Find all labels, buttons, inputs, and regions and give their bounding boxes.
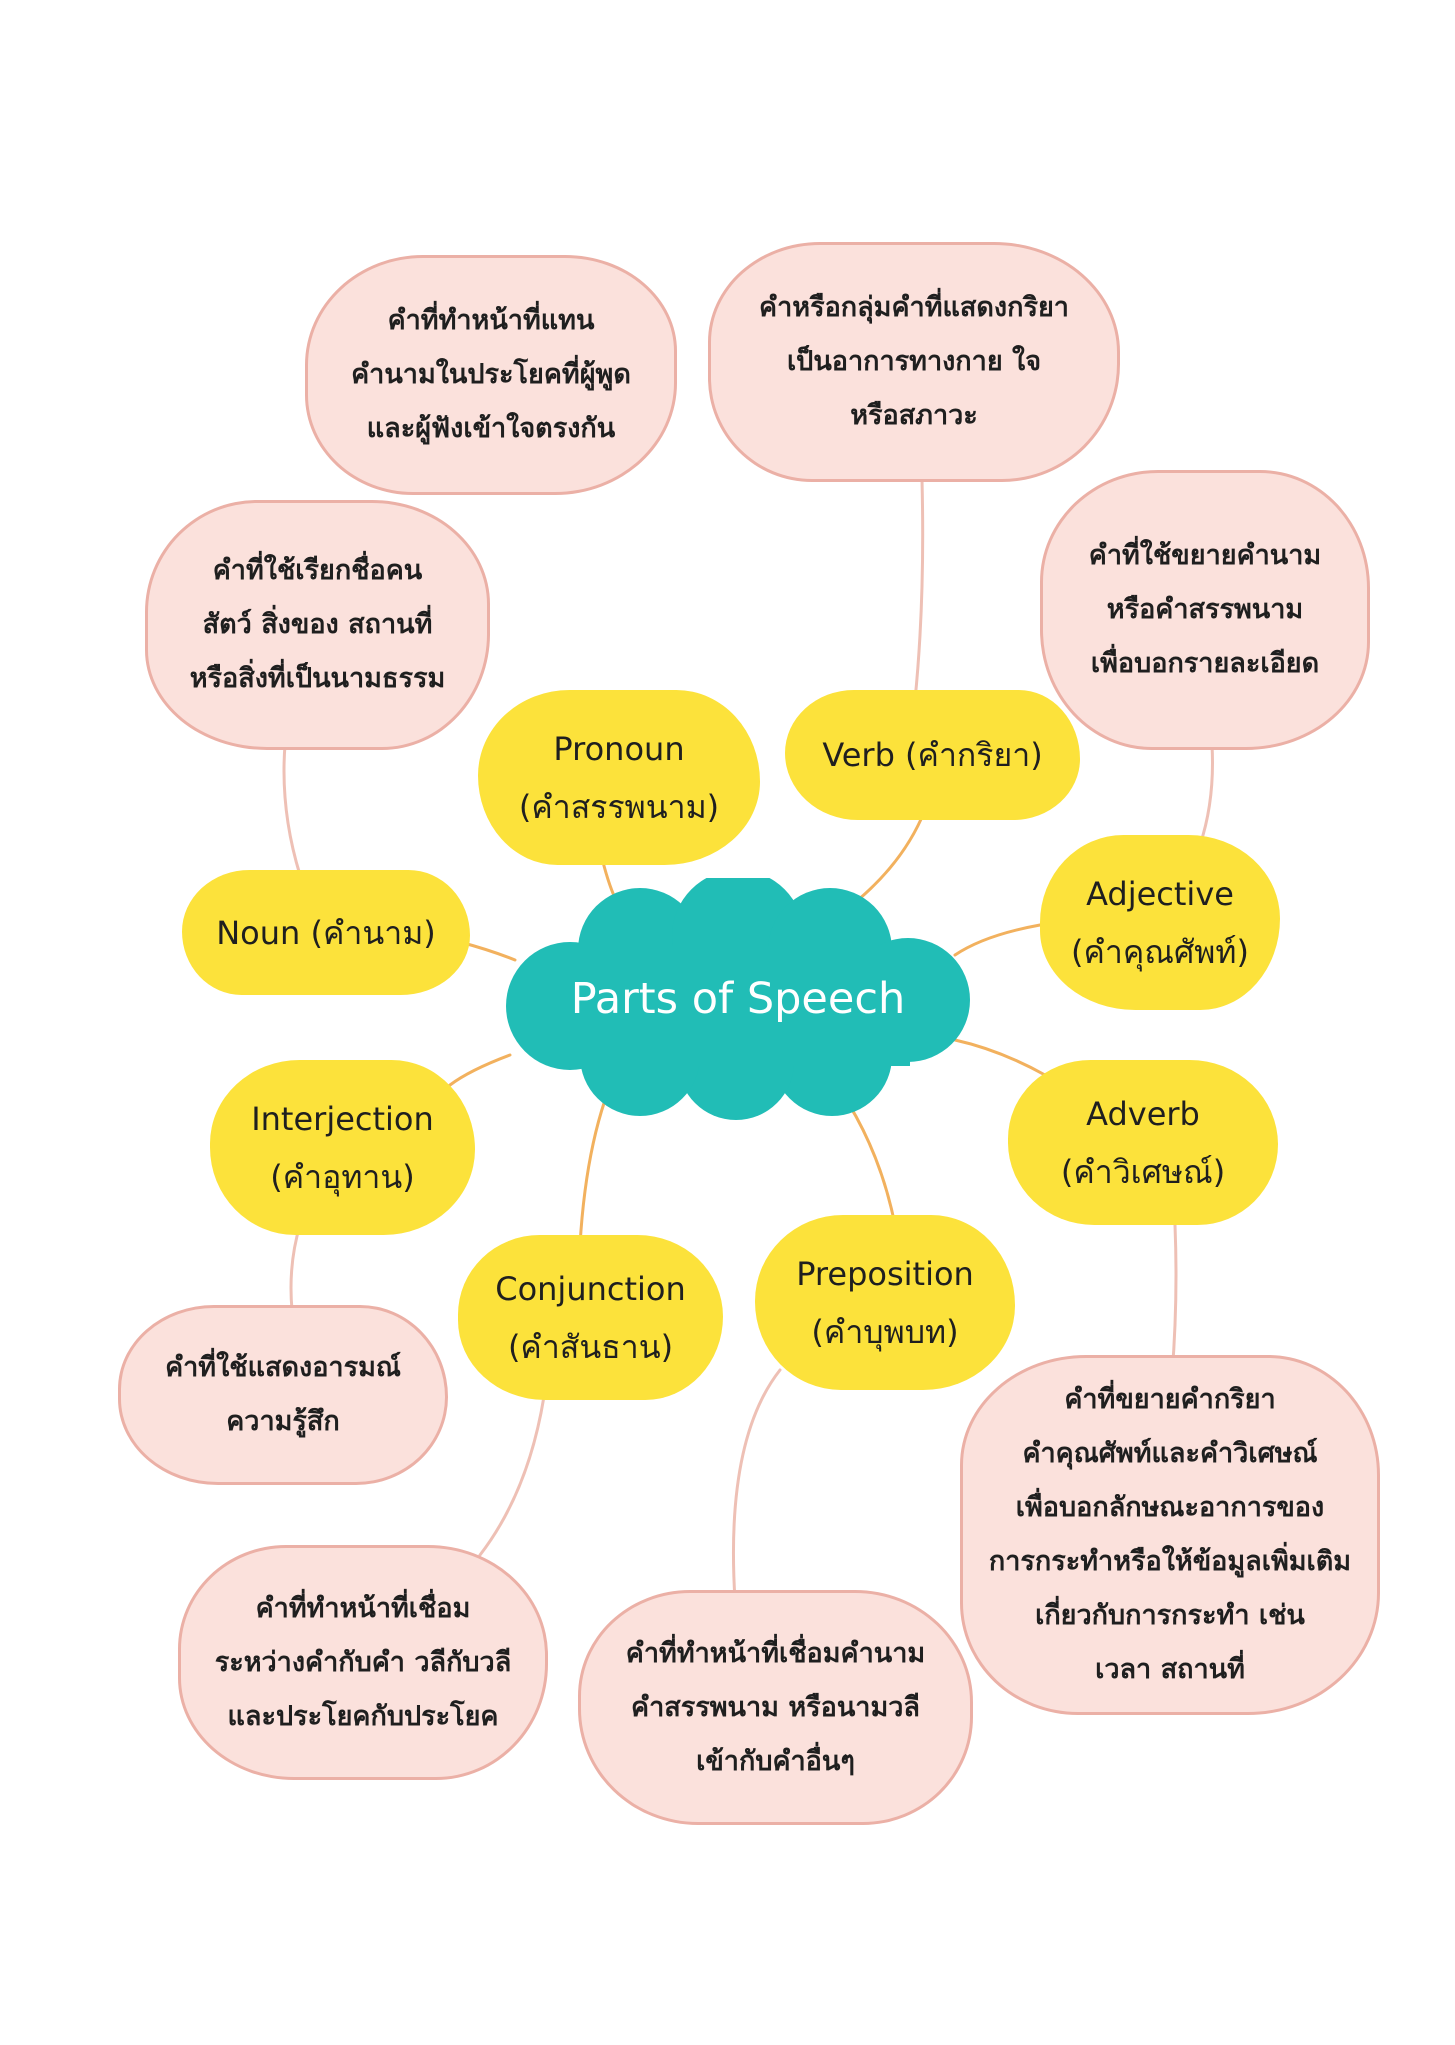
connector-center-verb — [856, 808, 927, 902]
definition-adjective-line-1: คำที่ใช้ขยายคำนาม — [1088, 540, 1322, 571]
definition-verb: คำหรือกลุ่มคำที่แสดงกริยา เป็นอาการทางกา… — [708, 242, 1120, 482]
definition-conjunction: คำที่ทำหน้าที่เชื่อม ระหว่างคำกับคำ วลีก… — [178, 1545, 548, 1780]
definition-interjection-line-1: คำที่ใช้แสดงอารมณ์ — [165, 1352, 401, 1383]
definition-adjective-line-3: เพื่อบอกรายละเอียด — [1090, 648, 1320, 679]
category-pronoun-th: (คำสรรพนาม) — [518, 787, 720, 826]
category-preposition-th: (คำบุพบท) — [811, 1312, 959, 1351]
definition-conjunction-line-2: ระหว่างคำกับคำ วลีกับวลี — [214, 1646, 512, 1678]
connector-conjunction-definition — [478, 1388, 547, 1557]
center-label: Parts of Speech — [570, 974, 906, 1024]
definition-noun-line-3: หรือสิ่งที่เป็นนามธรรม — [189, 663, 446, 694]
category-adjective-en: Adjective — [1086, 874, 1234, 913]
category-adverb-th: (คำวิเศษณ์) — [1060, 1152, 1226, 1191]
category-verb-label: Verb (คำกริยา) — [822, 736, 1043, 774]
category-noun: Noun (คำนาม) — [182, 870, 470, 995]
definition-preposition-line-2: คำสรรพนาม หรือนามวลี — [631, 1691, 920, 1723]
category-conjunction-en: Conjunction — [495, 1269, 686, 1308]
definition-conjunction-line-3: และประโยคกับประโยค — [227, 1700, 499, 1732]
definition-verb-line-3: หรือสภาวะ — [850, 400, 978, 431]
definition-preposition-line-3: เข้ากับคำอื่นๆ — [696, 1745, 855, 1777]
category-adjective-th: (คำคุณศัพท์) — [1071, 932, 1249, 971]
center-node: Parts of Speech — [500, 878, 976, 1120]
connector-preposition-definition — [732, 1368, 782, 1602]
definition-interjection-line-2: ความรู้สึก — [226, 1406, 340, 1437]
definition-adverb-line-2: คำคุณศัพท์และคำวิเศษณ์ — [1022, 1438, 1318, 1469]
connector-adjective-definition — [1198, 743, 1214, 847]
definition-adjective: คำที่ใช้ขยายคำนาม หรือคำสรรพนาม เพื่อบอก… — [1040, 470, 1370, 750]
category-noun-label: Noun (คำนาม) — [216, 913, 436, 952]
category-interjection: Interjection (คำอุทาน) — [210, 1060, 475, 1235]
definition-pronoun-line-1: คำที่ทำหน้าที่แทน — [387, 305, 595, 336]
connector-interjection-definition — [289, 1223, 302, 1312]
definition-conjunction-line-1: คำที่ทำหน้าที่เชื่อม — [255, 1592, 471, 1624]
definition-adjective-line-2: หรือคำสรรพนาม — [1106, 594, 1304, 625]
category-pronoun: Pronoun (คำสรรพนาม) — [478, 690, 760, 865]
category-adverb: Adverb (คำวิเศษณ์) — [1008, 1060, 1278, 1225]
definition-noun-line-2: สัตว์ สิ่งของ สถานที่ — [202, 609, 433, 640]
category-adjective: Adjective (คำคุณศัพท์) — [1040, 835, 1280, 1010]
definition-verb-line-2: เป็นอาการทางกาย ใจ — [786, 346, 1042, 377]
definition-noun: คำที่ใช้เรียกชื่อคน สัตว์ สิ่งของ สถานที… — [145, 500, 490, 750]
definition-pronoun-line-2: คำนามในประโยคที่ผู้พูด — [351, 359, 631, 390]
category-interjection-en: Interjection — [251, 1099, 434, 1138]
connector-adverb-definition — [1170, 1223, 1178, 1377]
definition-adverb-line-6: เวลา สถานที่ — [1095, 1654, 1245, 1685]
definition-adverb-line-4: การกระทำหรือให้ข้อมูลเพิ่มเติม — [988, 1546, 1352, 1577]
definition-pronoun-line-3: และผู้ฟังเข้าใจตรงกัน — [366, 413, 616, 444]
category-adverb-en: Adverb — [1086, 1094, 1200, 1133]
category-preposition: Preposition (คำบุพบท) — [755, 1215, 1015, 1390]
cloud-shape — [506, 878, 970, 1120]
category-pronoun-en: Pronoun — [553, 729, 685, 768]
connector-center-conjunction — [578, 1098, 607, 1247]
definition-interjection: คำที่ใช้แสดงอารมณ์ ความรู้สึก — [118, 1305, 448, 1485]
connector-noun-definition — [282, 743, 302, 877]
category-conjunction: Conjunction (คำสันธาน) — [458, 1235, 723, 1400]
definition-noun-line-1: คำที่ใช้เรียกชื่อคน — [212, 555, 423, 586]
category-conjunction-th: (คำสันธาน) — [507, 1327, 674, 1366]
definition-adverb-line-3: เพื่อบอกลักษณะอาการของ — [1015, 1492, 1325, 1523]
connector-center-adjective — [953, 923, 1042, 957]
definition-preposition-line-1: คำที่ทำหน้าที่เชื่อมคำนาม — [625, 1637, 926, 1669]
connector-center-adverb — [953, 1038, 1047, 1077]
definition-adverb-line-1: คำที่ขยายคำกริยา — [1064, 1384, 1276, 1415]
category-verb: Verb (คำกริยา) — [785, 690, 1080, 820]
definition-preposition: คำที่ทำหน้าที่เชื่อมคำนาม คำสรรพนาม หรือ… — [578, 1590, 973, 1825]
category-preposition-en: Preposition — [796, 1254, 974, 1293]
definition-adverb-line-5: เกี่ยวกับการกระทำ เช่น — [1035, 1600, 1305, 1631]
definition-pronoun: คำที่ทำหน้าที่แทน คำนามในประโยคที่ผู้พูด… — [305, 255, 677, 495]
connector-center-interjection — [448, 1053, 512, 1087]
definition-verb-line-1: คำหรือกลุ่มคำที่แสดงกริยา — [759, 292, 1069, 323]
connector-verb-definition — [913, 478, 925, 702]
definition-adverb: คำที่ขยายคำกริยา คำคุณศัพท์และคำวิเศษณ์ … — [960, 1355, 1380, 1715]
category-interjection-th: (คำอุทาน) — [270, 1157, 415, 1196]
